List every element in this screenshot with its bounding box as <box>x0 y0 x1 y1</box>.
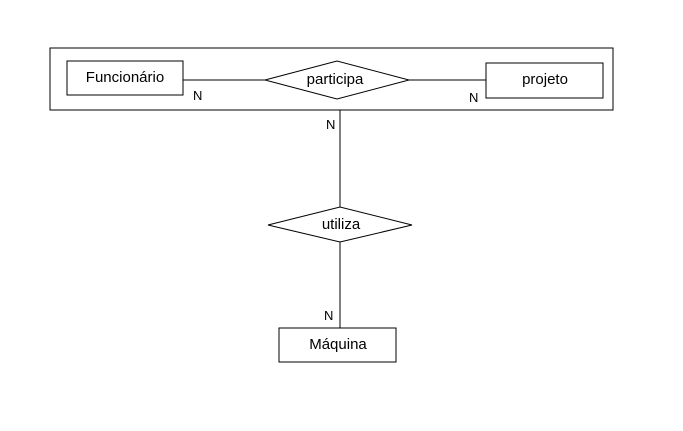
cardinality-projeto: N <box>469 90 478 105</box>
relationship-utiliza <box>267 206 413 243</box>
entity-maquina <box>278 327 397 363</box>
relationship-participa-label: participa <box>307 71 364 88</box>
aggregation-box <box>49 47 614 111</box>
cardinality-aggregation: N <box>326 117 335 132</box>
entity-projeto <box>485 62 604 99</box>
entity-maquina-label: Máquina <box>309 336 367 353</box>
entity-funcionario-label: Funcionário <box>86 69 164 86</box>
cardinality-maquina: N <box>324 308 333 323</box>
entity-projeto-label: projeto <box>522 71 568 88</box>
entity-funcionario <box>66 60 184 96</box>
cardinality-funcionario: N <box>193 88 202 103</box>
relationship-utiliza-label: utiliza <box>322 216 361 233</box>
relationship-participa <box>263 60 411 100</box>
